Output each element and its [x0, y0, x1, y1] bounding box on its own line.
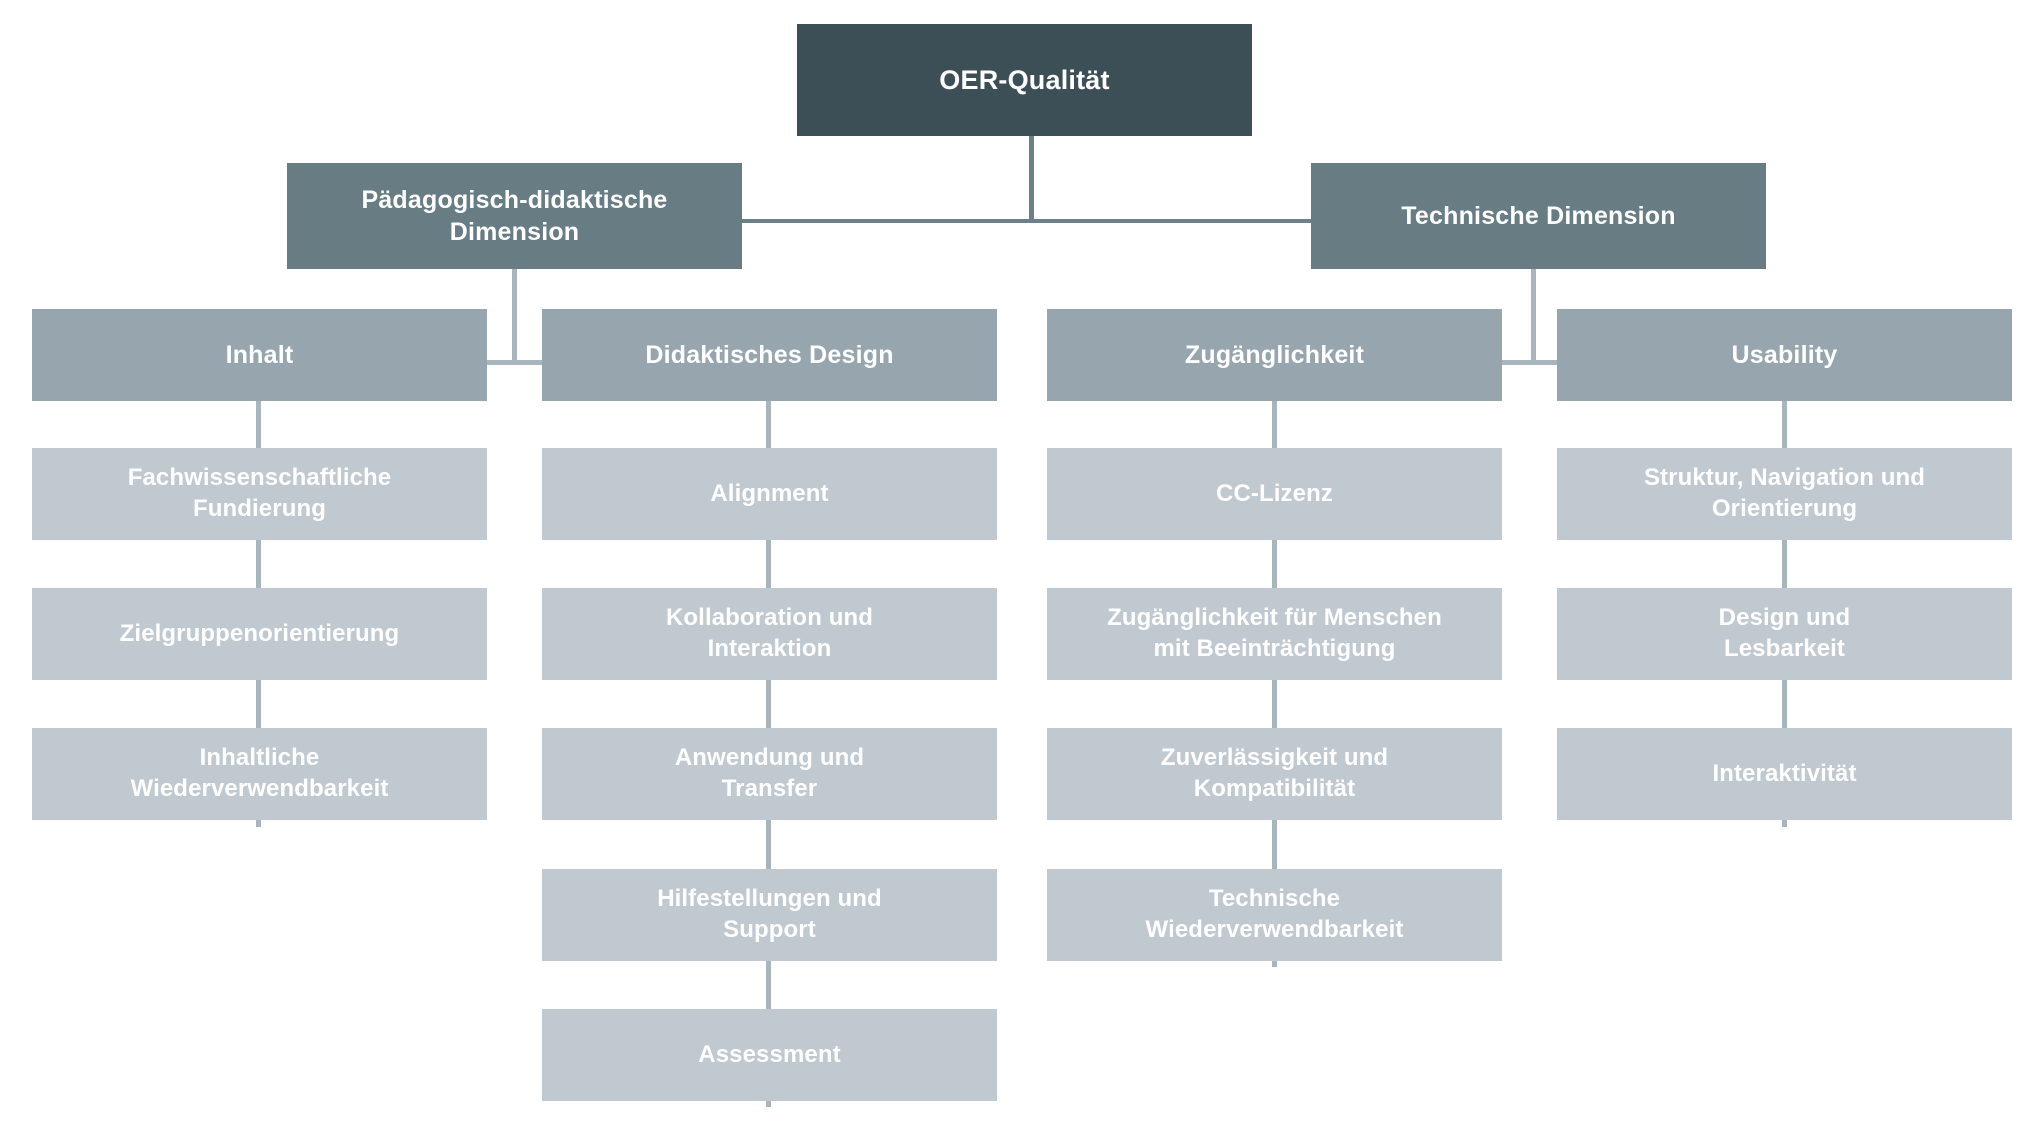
- node-label-line1: Anwendung und: [674, 744, 865, 772]
- node-label: CC-Lizenz: [1216, 479, 1333, 507]
- node-leaf-zugaenglichkeit-fuer-menschen-mit-beeintraechtigung[interactable]: Zugänglichkeit für Menschen mit Beeinträ…: [1047, 588, 1502, 680]
- node-leaf-interaktivitaet[interactable]: Interaktivität: [1557, 728, 2012, 820]
- node-leaf-assessment[interactable]: Assessment: [542, 1009, 997, 1101]
- node-label-line1: Technische: [1208, 885, 1341, 913]
- node-category-usability[interactable]: Usability: [1557, 309, 2012, 401]
- node-label-line2: mit Beeinträchtigung: [1153, 635, 1396, 662]
- node-label-line1: Design und: [1718, 604, 1851, 632]
- node-label-line1: Inhaltliche: [199, 744, 320, 772]
- node-label-line1: Fachwissenschaftliche: [127, 464, 392, 492]
- node-leaf-alignment[interactable]: Alignment: [542, 448, 997, 540]
- node-root-oer-qualitaet[interactable]: OER-Qualität: [797, 24, 1252, 136]
- node-label: Didaktisches Design: [645, 341, 894, 369]
- node-label-line1: Kollaboration und: [665, 604, 873, 632]
- node-leaf-cc-lizenz[interactable]: CC-Lizenz: [1047, 448, 1502, 540]
- node-leaf-anwendung-und-transfer[interactable]: Anwendung und Transfer: [542, 728, 997, 820]
- connector-category-bus-right: [1275, 360, 1787, 365]
- node-label: OER-Qualität: [939, 64, 1110, 95]
- node-leaf-design-und-lesbarkeit[interactable]: Design und Lesbarkeit: [1557, 588, 2012, 680]
- node-dimension-paedagogisch-didaktisch[interactable]: Pädagogisch-didaktische Dimension: [287, 163, 742, 269]
- node-label: Zugänglichkeit: [1184, 341, 1365, 369]
- node-category-didaktisches-design[interactable]: Didaktisches Design: [542, 309, 997, 401]
- node-label: Assessment: [698, 1040, 841, 1068]
- connector-category-bus-left: [258, 360, 770, 365]
- node-label-line2: Lesbarkeit: [1723, 635, 1846, 662]
- node-label: Usability: [1731, 341, 1838, 369]
- node-category-inhalt[interactable]: Inhalt: [32, 309, 487, 401]
- node-label-line1: Zugänglichkeit für Menschen: [1107, 604, 1442, 632]
- node-label-line2: Wiederverwendbarkeit: [1145, 916, 1404, 943]
- node-label-line2: Fundierung: [193, 495, 326, 522]
- node-leaf-zuverlaessigkeit-und-kompatibilitaet[interactable]: Zuverlässigkeit und Kompatibilität: [1047, 728, 1502, 820]
- node-label-line2: Transfer: [721, 775, 818, 802]
- node-label-line2: Support: [723, 916, 816, 943]
- node-label-line2: Kompatibilität: [1193, 775, 1356, 802]
- node-leaf-technische-wiederverwendbarkeit[interactable]: Technische Wiederverwendbarkeit: [1047, 869, 1502, 961]
- node-label: Inhalt: [225, 341, 294, 369]
- node-label-line2: Interaktion: [707, 635, 832, 662]
- node-label: Alignment: [710, 479, 829, 507]
- node-leaf-fachwissenschaftliche-fundierung[interactable]: Fachwissenschaftliche Fundierung: [32, 448, 487, 540]
- node-leaf-hilfestellungen-und-support[interactable]: Hilfestellungen und Support: [542, 869, 997, 961]
- node-label: Technische Dimension: [1401, 202, 1676, 230]
- node-label-line1: Zuverlässigkeit und: [1160, 744, 1389, 772]
- node-dimension-technische[interactable]: Technische Dimension: [1311, 163, 1766, 269]
- node-category-zugaenglichkeit[interactable]: Zugänglichkeit: [1047, 309, 1502, 401]
- node-leaf-inhaltliche-wiederverwendbarkeit[interactable]: Inhaltliche Wiederverwendbarkeit: [32, 728, 487, 820]
- connector-root-stem: [1029, 135, 1034, 221]
- node-label: Interaktivität: [1712, 759, 1857, 787]
- node-label-line1: Pädagogisch-didaktische: [361, 186, 668, 214]
- connector-dimension-bus: [736, 219, 1326, 223]
- connector-dim-left-stem: [512, 268, 517, 363]
- node-label: Zielgruppenorientierung: [119, 619, 400, 647]
- node-label-line1: Hilfestellungen und: [657, 885, 882, 913]
- node-label-line2: Dimension: [449, 218, 580, 246]
- node-leaf-zielgruppenorientierung[interactable]: Zielgruppenorientierung: [32, 588, 487, 680]
- node-label-line2: Wiederverwendbarkeit: [130, 775, 389, 802]
- node-label-line1: Struktur, Navigation und: [1643, 464, 1926, 492]
- node-leaf-kollaboration-und-interaktion[interactable]: Kollaboration und Interaktion: [542, 588, 997, 680]
- node-leaf-struktur-navigation-und-orientierung[interactable]: Struktur, Navigation und Orientierung: [1557, 448, 2012, 540]
- node-label-line2: Orientierung: [1711, 495, 1858, 522]
- connector-dim-right-stem: [1531, 268, 1536, 363]
